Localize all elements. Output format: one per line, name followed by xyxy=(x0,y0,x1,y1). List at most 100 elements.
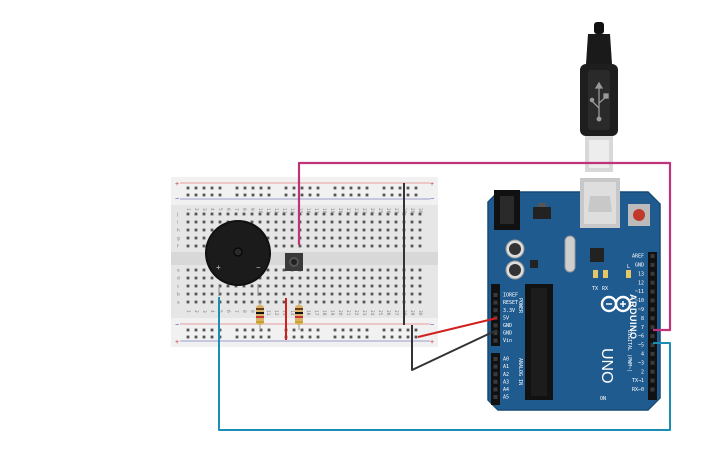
led-label-rx: RX xyxy=(602,286,608,292)
rail-minus-top-left: − xyxy=(175,196,179,203)
row-letter: j xyxy=(176,212,178,218)
column-number: 22 xyxy=(353,310,359,316)
column-number: 11 xyxy=(265,310,271,316)
wire-black[interactable] xyxy=(403,183,498,371)
column-number: 22 xyxy=(353,208,359,214)
model-label: UNO xyxy=(598,348,615,384)
column-number: 19 xyxy=(329,310,335,316)
column-number: 4 xyxy=(209,208,215,211)
digital-pin-label: ~11 xyxy=(635,289,644,295)
column-number: 6 xyxy=(225,310,231,313)
column-number: 12 xyxy=(273,310,279,316)
row-letter: e xyxy=(177,269,180,274)
rail-minus-top-right: − xyxy=(430,196,434,203)
column-number: 18 xyxy=(321,310,327,316)
piezo-buzzer[interactable]: + − xyxy=(205,220,271,296)
pushbutton[interactable] xyxy=(285,253,303,271)
digital-pin-label: 2 xyxy=(641,369,644,375)
column-number: 19 xyxy=(329,208,335,214)
column-number: 7 xyxy=(233,310,239,313)
column-number: 4 xyxy=(209,310,215,313)
digital-pin-label: 4 xyxy=(641,352,644,358)
power-header-label: POWER xyxy=(517,298,523,314)
row-letter: c xyxy=(177,285,180,290)
rail-plus-top-left: + xyxy=(175,181,179,188)
row-letter: h xyxy=(177,228,180,234)
usb-cable[interactable] xyxy=(580,22,618,172)
column-number: 2 xyxy=(193,208,199,211)
column-number: 5 xyxy=(217,208,223,211)
column-number: 16 xyxy=(305,208,311,214)
resistor-2[interactable] xyxy=(295,300,303,330)
analog-header[interactable] xyxy=(491,353,500,405)
buzzer-plus-label: + xyxy=(216,263,221,272)
digital-pin-label: 7 xyxy=(641,325,644,331)
column-number: 8 xyxy=(241,310,247,313)
digital-pin-label: TX→1 xyxy=(632,378,644,384)
column-number: 21 xyxy=(345,208,351,214)
power-pin-label: GND xyxy=(503,323,512,329)
digital-pin-label: ~10 xyxy=(635,298,644,304)
digital-pin-label: ~5 xyxy=(638,343,644,349)
column-number: 13 xyxy=(281,310,287,316)
column-number: 21 xyxy=(345,310,351,316)
column-number: 17 xyxy=(313,310,319,316)
row-letter: d xyxy=(177,276,180,282)
arduino-board[interactable]: TX RX L ON IOREFRESET3.3V5VGNDGNDVinA0A1… xyxy=(487,178,661,411)
wire-red[interactable] xyxy=(285,298,498,340)
wire-magenta[interactable] xyxy=(297,161,672,332)
analog-pin-label: A1 xyxy=(503,364,509,370)
column-number: 18 xyxy=(321,208,327,214)
usb-icon xyxy=(589,81,609,122)
power-pin-label: 5V xyxy=(503,315,509,321)
digital-header-label: DIGITAL (PWM~) xyxy=(626,330,632,372)
digital-pin-label: 8 xyxy=(641,316,644,322)
column-number: 23 xyxy=(361,208,367,214)
digital-pin-label: AREF xyxy=(632,254,644,260)
column-number: 26 xyxy=(385,208,391,214)
column-number: 14 xyxy=(289,310,295,316)
column-number: 23 xyxy=(361,310,367,316)
column-number: 13 xyxy=(281,208,287,214)
column-number: 7 xyxy=(233,208,239,211)
analog-pin-label: A0 xyxy=(503,357,509,363)
column-number: 1 xyxy=(185,310,191,313)
digital-pin-label: ~6 xyxy=(638,334,644,340)
resistor-1[interactable] xyxy=(256,300,264,330)
analog-pin-label: A3 xyxy=(503,379,509,385)
column-number: 9 xyxy=(249,310,255,313)
column-number: 17 xyxy=(313,208,319,214)
column-number: 14 xyxy=(289,208,295,214)
column-number: 16 xyxy=(305,310,311,316)
column-number: 12 xyxy=(273,208,279,214)
column-number: 24 xyxy=(369,208,375,214)
column-number: 30 xyxy=(417,310,423,316)
arduino-logo-icon xyxy=(600,295,632,313)
wire-cyan[interactable] xyxy=(218,297,671,431)
column-number: 25 xyxy=(377,310,383,316)
column-number: 20 xyxy=(337,208,343,214)
digital-pin-label: 12 xyxy=(638,280,644,286)
brand-label: ARDUINO xyxy=(628,294,638,340)
digital-pin-label: 13 xyxy=(638,271,644,277)
column-number: 27 xyxy=(393,208,399,214)
row-letter: g xyxy=(177,237,180,242)
column-number: 9 xyxy=(249,208,255,211)
analog-header-label: ANALOG IN xyxy=(517,358,523,385)
power-header[interactable] xyxy=(491,284,500,346)
column-number: 29 xyxy=(409,310,415,316)
column-number: 2 xyxy=(193,310,199,313)
analog-pin-label: A4 xyxy=(503,387,509,393)
breadboard-holes xyxy=(186,186,422,339)
row-letter: f xyxy=(177,244,179,250)
rail-plus-top-right: + xyxy=(430,181,434,188)
column-number: 24 xyxy=(369,310,375,316)
rail-minus-bottom-right: − xyxy=(430,322,434,329)
reset-button[interactable] xyxy=(628,204,650,226)
rail-plus-bottom-right: + xyxy=(430,339,434,346)
column-number: 11 xyxy=(265,208,271,214)
analog-pin-label: A5 xyxy=(503,395,509,401)
row-letter: b xyxy=(177,292,180,298)
column-number: 25 xyxy=(377,208,383,214)
